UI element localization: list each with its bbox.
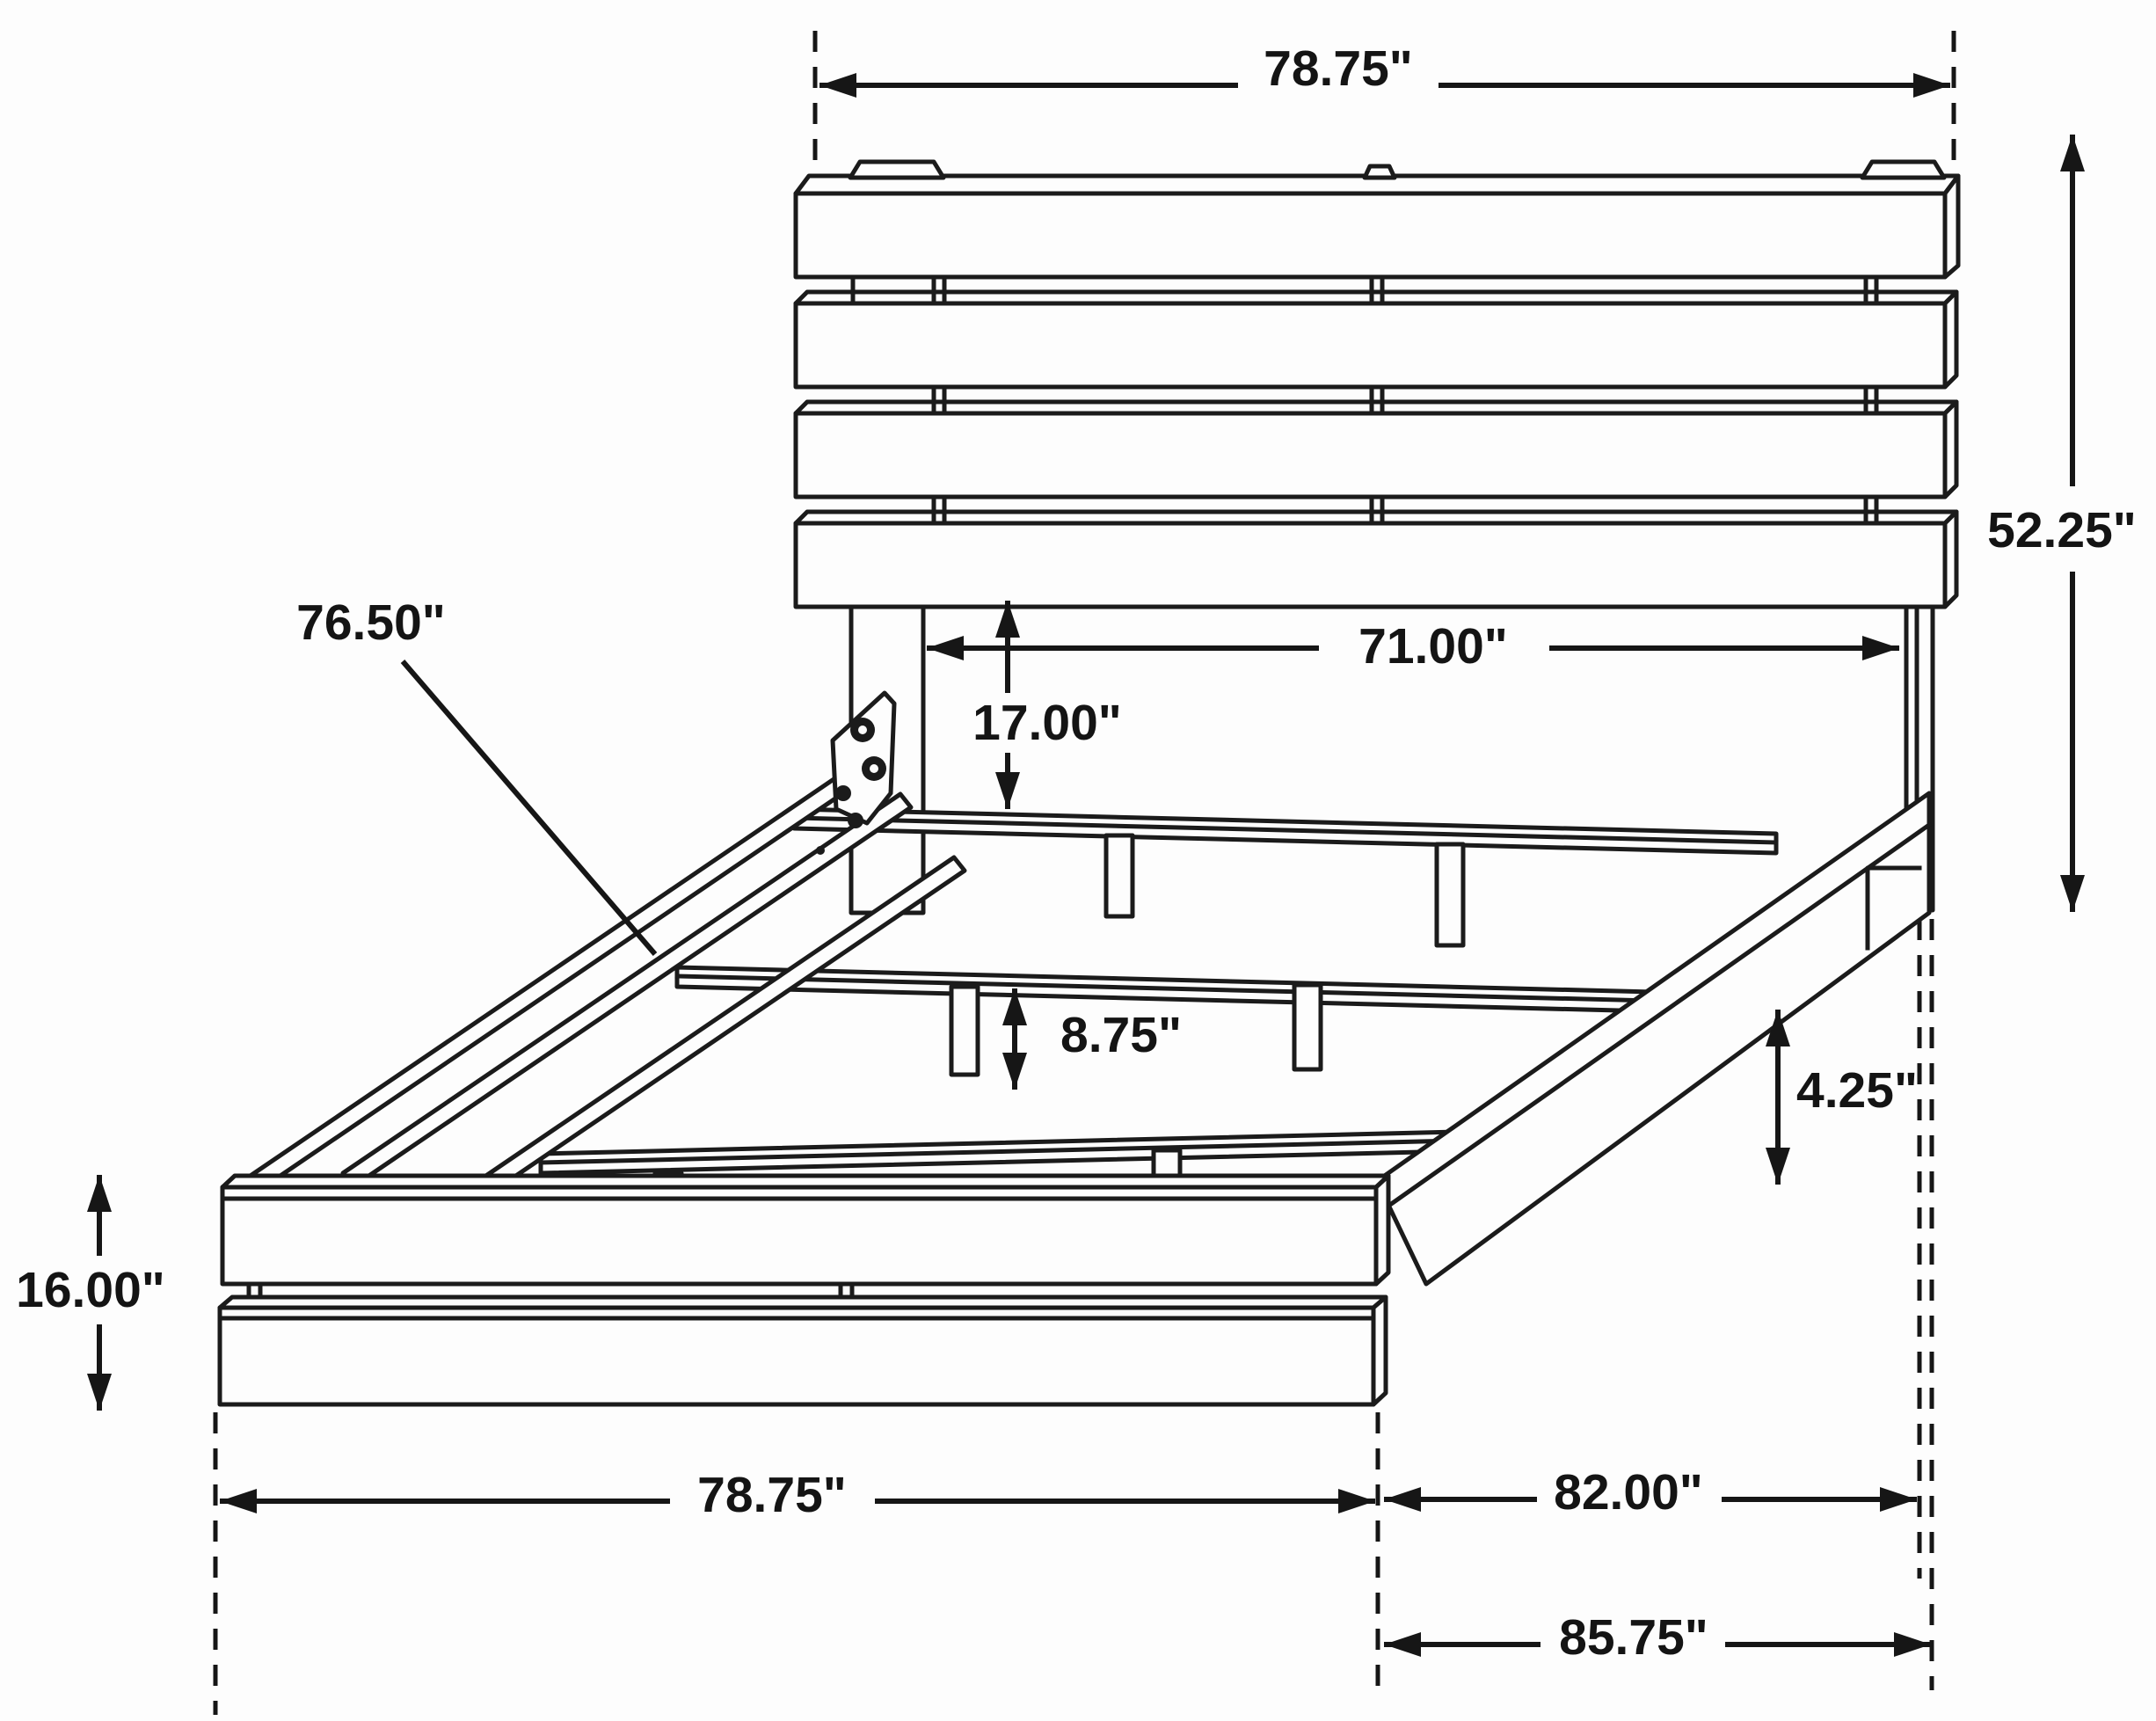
arrow-right-icon xyxy=(1880,1487,1917,1512)
extension-lines xyxy=(213,31,1956,1715)
arrow-up-icon xyxy=(1002,988,1027,1025)
dim-side-rail-length: 76.50" xyxy=(296,594,658,956)
dim-headboard-clearance-label: 17.00" xyxy=(972,695,1122,751)
arrow-right-icon xyxy=(1862,636,1899,660)
dim-frame-depth: 82.00" xyxy=(1384,1464,1917,1520)
slat-rails xyxy=(538,806,1779,1258)
dim-inner-width-label: 71.00" xyxy=(1358,618,1508,675)
dim-footboard-width-label: 78.75" xyxy=(697,1467,847,1523)
dim-headboard-height-label: 52.25" xyxy=(1987,502,2137,558)
footboard-plank-top-side xyxy=(1373,1173,1391,1287)
footboard-plank-bottom xyxy=(217,1305,1376,1407)
footboard-plank-top xyxy=(220,1185,1379,1287)
headboard-gap-connectors xyxy=(850,274,1879,526)
dim-inner-width: 71.00" xyxy=(927,618,1899,675)
mounting-bracket xyxy=(816,690,897,855)
slat-post xyxy=(949,984,980,1077)
arrow-up-icon xyxy=(87,1175,112,1212)
arrow-up-icon xyxy=(995,601,1020,638)
arrow-down-icon xyxy=(1766,1148,1790,1185)
headboard-plank-2 xyxy=(793,301,1948,390)
dim-footboard-width: 78.75" xyxy=(220,1467,1375,1523)
arrow-left-icon xyxy=(220,1489,257,1513)
arrow-right-icon xyxy=(1338,1489,1375,1513)
slat-post xyxy=(1434,842,1466,948)
bracket-bolt xyxy=(848,813,863,828)
slat-post xyxy=(1292,982,1323,1072)
headboard-mount-tab-center xyxy=(1362,164,1397,180)
slat-post xyxy=(1103,833,1135,919)
longitudinal-rails xyxy=(235,768,967,1217)
dim-headboard-width-label: 78.75" xyxy=(1264,40,1413,97)
dim-rail-board-width-label: 4.25" xyxy=(1796,1062,1918,1119)
dim-headboard-height: 52.25" xyxy=(1987,135,2137,912)
footboard xyxy=(217,1173,1391,1407)
dim-frame-depth-label: 82.00" xyxy=(1554,1464,1703,1520)
dim-side-rail-length-label: 76.50" xyxy=(296,594,446,651)
arrow-down-icon xyxy=(87,1374,112,1411)
arrow-left-icon xyxy=(1384,1487,1421,1512)
arrow-up-icon xyxy=(1766,1010,1790,1046)
footboard-plank-bottom-side xyxy=(1371,1294,1388,1407)
headboard-mount-tab-right xyxy=(1860,159,1947,180)
rail-hook-notch xyxy=(1865,865,1922,951)
arrow-down-icon xyxy=(995,772,1020,809)
arrow-left-icon xyxy=(819,73,856,98)
arrow-up-icon xyxy=(2060,135,2085,171)
dim-footboard-height-label: 16.00" xyxy=(16,1262,165,1318)
dim-overall-depth: 85.75" xyxy=(1384,1609,1931,1666)
dim-rail-board-width: 4.25" xyxy=(1766,1010,1918,1185)
dim-slat-leg-height-label: 8.75" xyxy=(1060,1007,1182,1063)
headboard-mount-tab-left xyxy=(848,159,946,180)
dim-footboard-height: 16.00" xyxy=(16,1175,165,1411)
bracket-pin xyxy=(816,846,825,855)
headboard-plank-1 xyxy=(793,191,1948,280)
headboard-plank-3-side xyxy=(1942,399,1959,500)
headboard-plank-2-side xyxy=(1942,289,1959,390)
dim-slat-leg-height: 8.75" xyxy=(1002,988,1182,1090)
arrow-right-icon xyxy=(1913,73,1950,98)
leader-line xyxy=(400,660,658,956)
right-side-rail xyxy=(1374,791,1933,1287)
bracket-bolt xyxy=(835,785,851,801)
arrow-left-icon xyxy=(1384,1632,1421,1657)
arrow-down-icon xyxy=(1002,1053,1027,1090)
right-side-rail-board xyxy=(1374,791,1932,1287)
dim-headboard-clearance: 17.00" xyxy=(972,601,1122,809)
arrow-down-icon xyxy=(2060,875,2085,912)
dim-headboard-width: 78.75" xyxy=(819,40,1950,98)
headboard xyxy=(793,159,1961,915)
right-side-rail-edge xyxy=(1384,821,1933,1210)
headboard-plank-4 xyxy=(793,521,1948,609)
headboard-plank-4-side xyxy=(1942,509,1959,609)
arrow-right-icon xyxy=(1894,1632,1931,1657)
headboard-plank-3 xyxy=(793,411,1948,500)
headboard-plank-1-side xyxy=(1942,173,1961,280)
dim-overall-depth-label: 85.75" xyxy=(1559,1609,1708,1666)
arrow-left-icon xyxy=(927,636,964,660)
bracket-plate xyxy=(830,690,897,826)
